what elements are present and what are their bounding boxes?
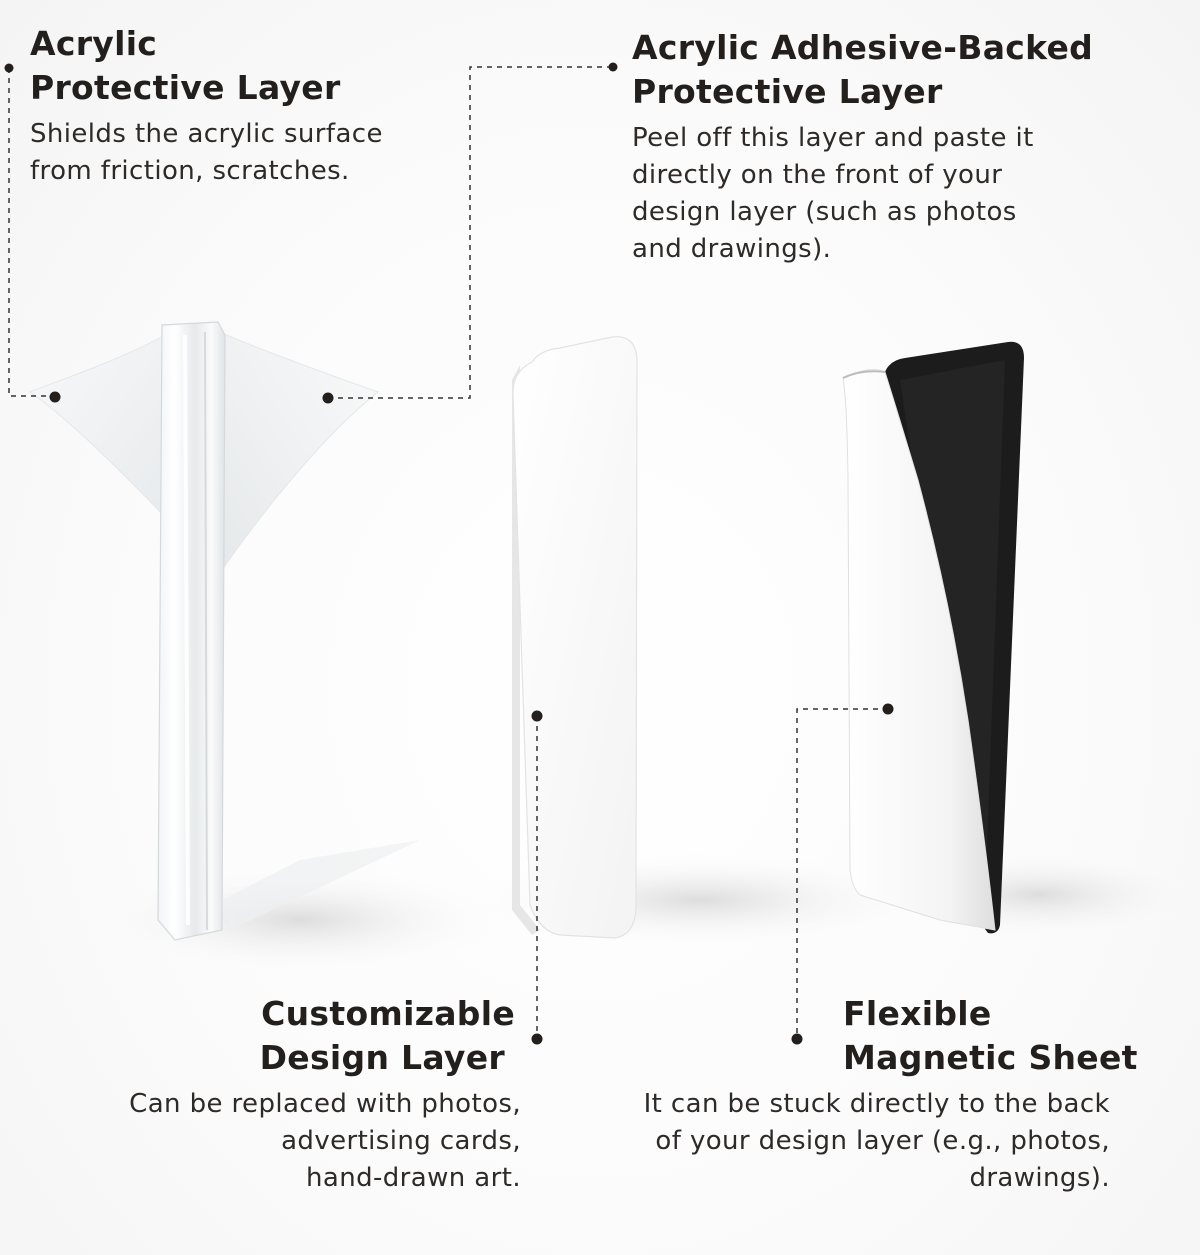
dot-magnetic-target [882,703,894,715]
description-line: It can be stuck directly to the back [643,1089,1110,1119]
leader-adhesive [328,66,612,399]
acrylic-block [157,321,226,941]
title-line: Design Layer [259,1038,505,1077]
description-line: Peel off this layer and paste it [632,123,1034,153]
callout-title: Acrylic Adhesive-Backed Protective Layer [632,26,1094,114]
acrylic-film-right [214,329,380,582]
title-line: Magnetic Sheet [843,1038,1138,1077]
callout-title: Acrylic Protective Layer [30,22,450,110]
description-line: Shields the acrylic surface [30,119,383,149]
title-line: Customizable [261,994,515,1033]
title-line: Flexible [843,994,992,1033]
dot-acrylic-title [4,63,14,73]
title-line: Protective Layer [632,72,943,111]
description-line: of your design layer (e.g., photos, [655,1126,1110,1156]
leader-lines [8,66,888,1038]
magnetic-sheet-edge [842,370,886,379]
description-line: hand-drawn art. [306,1163,521,1193]
acrylic-edge-highlight [183,334,190,926]
callout-title: Customizable Design Layer [60,992,515,1080]
description-line: drawings). [969,1163,1110,1193]
callout-adhesive-protective-layer: Acrylic Adhesive-Backed Protective Layer… [632,26,1094,268]
title-line: Acrylic [30,24,158,63]
acrylic-film-left [28,334,169,522]
leader-magnetic [796,708,888,1038]
callout-description: Shields the acrylic surface from frictio… [30,116,450,190]
description-line: and drawings). [632,234,832,264]
dot-design-title [531,1033,543,1045]
description-line: design layer (such as photos [632,197,1017,227]
magnetic-sheet-curl [842,369,996,931]
acrylic-edge-shade [204,331,208,931]
title-line: Protective Layer [30,68,341,107]
callout-acrylic-protective-layer: Acrylic Protective Layer Shields the acr… [30,22,450,190]
dot-magnetic-title [791,1033,803,1045]
leader-dots [4,62,894,1045]
dot-design-target [531,710,543,722]
design-card [512,336,638,939]
dot-adhesive-title [608,62,618,72]
description-line: advertising cards, [281,1126,521,1156]
callout-description: Peel off this layer and paste it directl… [632,120,1092,268]
dot-adhesive-target [322,392,334,404]
description-line: from friction, scratches. [30,156,350,186]
description-line: Can be replaced with photos, [129,1089,521,1119]
callout-title: Flexible Magnetic Sheet [600,992,1138,1080]
title-line: Acrylic Adhesive-Backed [632,28,1094,67]
dot-acrylic-target [49,391,61,403]
callout-description: Can be replaced with photos, advertising… [60,1086,521,1197]
callout-magnetic-sheet: Flexible Magnetic Sheet It can be stuck … [600,992,1138,1197]
description-line: directly on the front of your [632,160,1003,190]
callout-description: It can be stuck directly to the back of … [600,1086,1110,1197]
callout-design-layer: Customizable Design Layer Can be replace… [60,992,520,1197]
acrylic-base-reflection [222,840,420,930]
